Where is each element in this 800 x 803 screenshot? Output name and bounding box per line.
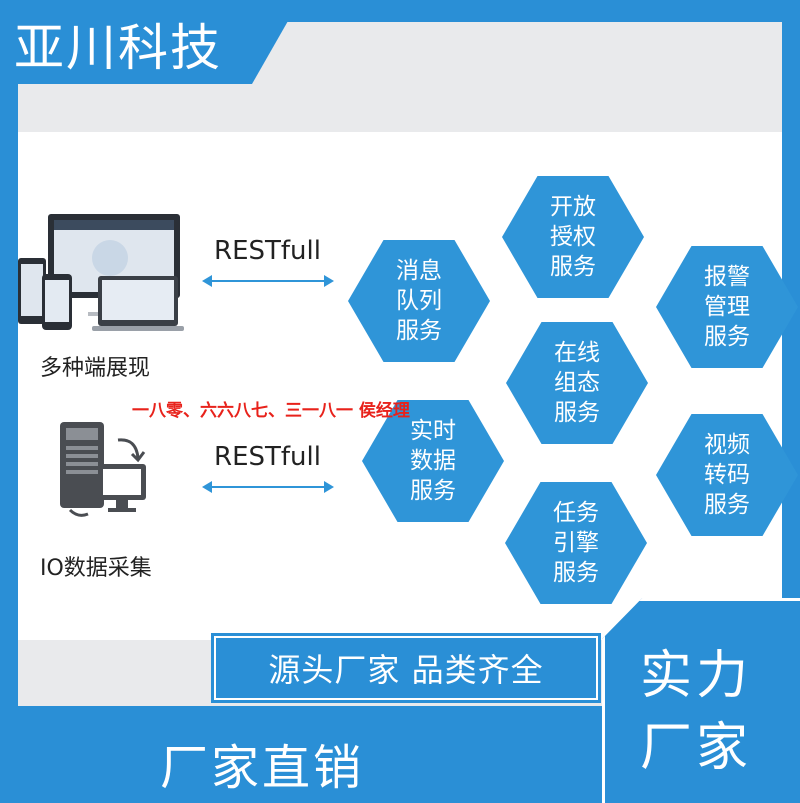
hex-task-engine-service: 任务 引擎 服务	[505, 482, 647, 604]
slogan-direct-sales: 厂家直销	[160, 740, 365, 796]
brand-tab: 亚川科技	[0, 0, 300, 84]
contact-watermark: 一八零、六六八七、三一八一 侯经理	[132, 401, 410, 421]
hex-alarm-mgmt-service: 报警 管理 服务	[656, 246, 798, 368]
hex-video-transcode-service: 视频 转码 服务	[656, 414, 798, 536]
rest-label-bottom: RESTfull	[214, 442, 321, 472]
rest-label-top: RESTfull	[214, 236, 321, 266]
corner-strength-factory: 实力厂家	[640, 646, 753, 778]
bidirectional-arrow-bottom	[202, 481, 334, 493]
brand-title: 亚川科技	[14, 19, 222, 77]
hex-online-config-service: 在线 组态 服务	[506, 322, 648, 444]
multi-device-icon	[18, 214, 184, 331]
hex-open-auth-service: 开放 授权 服务	[502, 176, 644, 298]
devices-label: 多种端展现	[40, 356, 151, 381]
io-label: IO数据采集	[40, 556, 152, 581]
server-monitor-icon	[60, 422, 146, 517]
bidirectional-arrow-top	[202, 275, 334, 287]
badge-source-factory: 源头厂家 品类齐全	[211, 633, 601, 703]
corner-panel	[602, 598, 800, 803]
